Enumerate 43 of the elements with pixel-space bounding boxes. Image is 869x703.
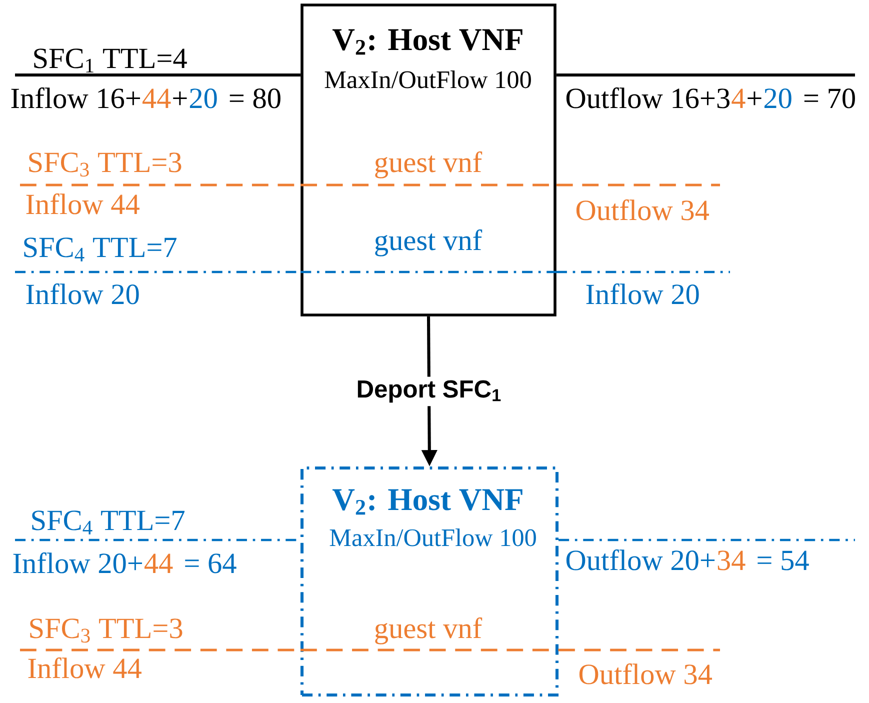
flow-label: 44 [144, 554, 173, 573]
flow-label: SFC$_{4}$ TTL=7 [24, 238, 176, 262]
flow-label: SFC$_{3}$ TTL=3 [29, 152, 182, 177]
flow-line [558, 648, 720, 652]
flow-label: Outflow 16+3 [566, 87, 730, 108]
flow-label: + [748, 91, 762, 106]
capacity-text: MaxIn/OutFlow 100 [324, 70, 531, 88]
flow-label: = 70 [804, 88, 855, 108]
flow-label: + [173, 91, 187, 106]
flow-label: Outflow 34 [576, 199, 709, 220]
flow-label: 34 [718, 550, 746, 570]
flow-line [15, 73, 301, 77]
flow-label: Inflow 20 [26, 283, 139, 304]
host-box [300, 4, 556, 316]
flow-line [556, 73, 855, 77]
flow-label: SFC$_{3}$ TTL=3 [30, 618, 182, 643]
box-title: V$_{2}$: Host VNF [332, 29, 522, 55]
flow-label: Outflow 20+ [566, 549, 715, 570]
flow-label: 4 [732, 88, 746, 108]
flow-label: = 64 [185, 554, 236, 574]
vnf-label: guest vnf [375, 617, 482, 644]
flow-label: SFC$_{1}$ TTL=4 [34, 48, 187, 72]
capacity-text: MaxIn/OutFlow 100 [330, 528, 536, 546]
vnf-label: guest vnf [375, 229, 482, 256]
flow-label: Inflow 20 [586, 283, 699, 304]
host-box [300, 466, 559, 697]
flow-label: Inflow 16+ [11, 87, 140, 108]
flow-label: Inflow 44 [28, 657, 142, 678]
flow-label: Inflow 44 [26, 193, 140, 214]
flow-line [558, 538, 855, 542]
flow-label: = 54 [758, 550, 809, 570]
flow-label: 20 [764, 88, 792, 108]
flow-label: 20 [190, 88, 217, 108]
flow-label: Outflow 34 [579, 663, 712, 684]
flow-label: 44 [142, 88, 171, 108]
flow-line [556, 184, 720, 186]
vnf-label: guest vnf [375, 151, 482, 178]
edge-label: Deport SFC$_{1}$ [352, 376, 506, 406]
flow-label: = 80 [230, 88, 280, 108]
flow-line [556, 270, 730, 274]
flow-label: Inflow 20+ [13, 552, 142, 574]
flow-label: SFC$_{4}$ TTL=7 [32, 510, 184, 534]
box-title: V$_{2}$: Host VNF [332, 489, 522, 515]
